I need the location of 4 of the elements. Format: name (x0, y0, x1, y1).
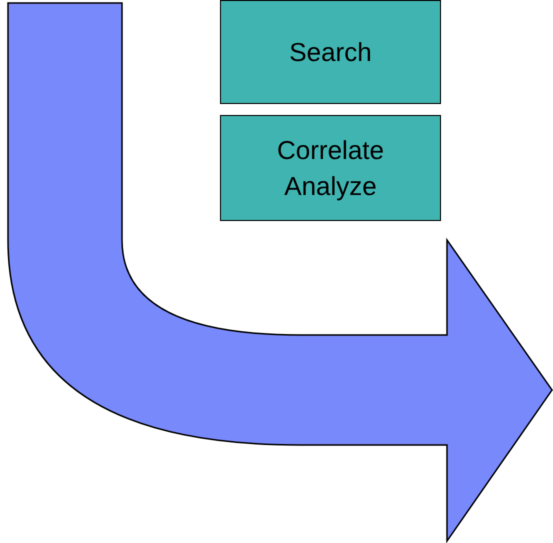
box-label: Search (289, 36, 372, 69)
process-box (220, 0, 441, 104)
process-box (220, 115, 441, 221)
box-label: Correlate Analyze (276, 134, 385, 203)
